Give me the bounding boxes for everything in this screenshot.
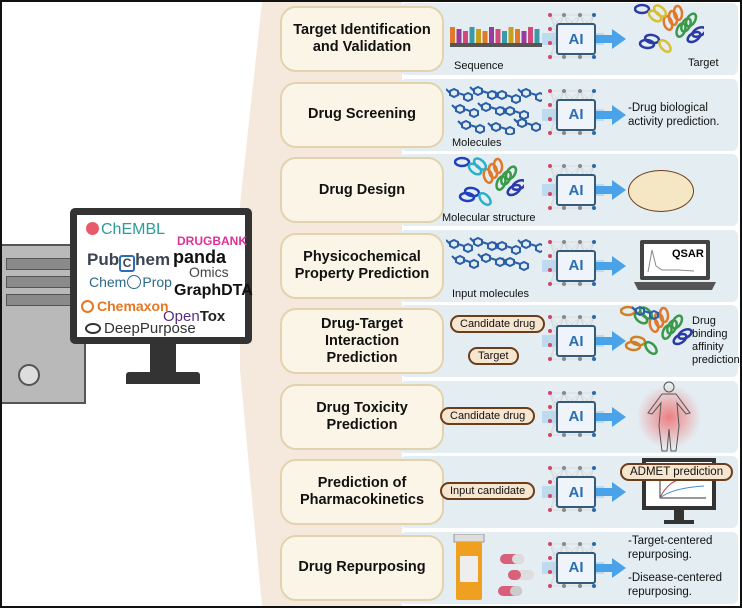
panda-text: panda	[173, 247, 227, 267]
stage-title: Drug-Target Interaction Prediction	[280, 308, 444, 374]
input-pill: Candidate drug	[440, 406, 536, 425]
opentox-text-left: Open	[163, 308, 200, 325]
input-pill: Input candidate	[440, 482, 536, 500]
opentox-text-right: Tox	[199, 308, 226, 325]
output-line: repurposing.	[628, 548, 692, 561]
ai-box: AI	[556, 400, 596, 433]
input-pill: Candidate drug	[450, 315, 546, 333]
output-line	[628, 562, 722, 571]
arrow-right-icon	[596, 406, 626, 432]
sequence-icon	[450, 21, 544, 54]
graphdta-logo: GraphDTA	[174, 282, 253, 299]
stage-title: Prediction of Pharmacokinetics	[280, 459, 444, 525]
pill-bottle-icon	[452, 533, 552, 607]
input-pill: Target	[468, 347, 519, 365]
human-body-icon	[624, 381, 714, 458]
pubchem-text-right: hem	[135, 250, 171, 269]
protein-structure-icon	[453, 156, 527, 213]
stage-title: Drug Design	[280, 157, 444, 223]
chembl-text: ChEMBL	[101, 221, 166, 238]
binding-complex-icon	[619, 305, 696, 382]
ai-box: AI	[556, 551, 596, 584]
input-caption: Input molecules	[452, 287, 530, 300]
output-line: binding	[692, 328, 728, 340]
omics-text: Omics	[189, 264, 229, 280]
opentox-logo: OpenTox	[163, 309, 225, 324]
arrow-right-icon	[596, 29, 626, 54]
output-line: prediction	[692, 354, 740, 366]
chemprop-text-left: Chem	[89, 274, 127, 290]
molecules-icon	[445, 236, 545, 291]
pubchem-text-left: Pub	[87, 250, 120, 269]
chemprop-text-right: Prop	[142, 274, 172, 290]
candidate-drugs-ellipse	[628, 170, 694, 212]
arrow-right-icon	[596, 331, 626, 356]
admet-prediction-pill: ADMET prediction	[620, 463, 734, 481]
output-line: activity prediction.	[628, 115, 720, 128]
qsar-label: QSAR	[672, 247, 704, 260]
chemprop-logo: Chem Prop	[89, 275, 172, 289]
arrow-right-icon	[596, 180, 626, 205]
input-caption: Molecules	[452, 136, 502, 149]
output-line: -Disease-centered	[628, 571, 722, 584]
output-line: -Drug biological	[628, 101, 708, 114]
power-button-icon	[18, 364, 40, 386]
ai-box: AI	[556, 249, 596, 282]
drugbank-logo: DRUGBANK	[177, 235, 247, 247]
ai-box: AI	[556, 476, 596, 508]
chemaxon-logo: Chemaxon	[81, 299, 169, 313]
stage-title: Drug Screening	[280, 81, 444, 148]
deeppurpose-text: DeepPurpose	[104, 320, 196, 337]
output-line: repurposing.	[628, 585, 692, 598]
chemaxon-text: Chemaxon	[97, 298, 169, 314]
arrow-right-icon	[596, 104, 626, 130]
output-line: affinity	[692, 341, 724, 353]
ai-box: AI	[556, 325, 596, 357]
monitor-base	[126, 372, 200, 384]
output-caption: Target	[688, 57, 719, 69]
molecules-icon	[445, 85, 545, 140]
ai-box: AI	[556, 174, 596, 206]
ai-box: AI	[556, 23, 596, 55]
arrow-right-icon	[596, 482, 626, 507]
arrow-right-icon	[596, 557, 626, 583]
output-line: Drug	[692, 315, 716, 327]
stage-title: Physicochemical Property Prediction	[280, 232, 444, 299]
chembl-logo: ChEMBL	[86, 222, 165, 238]
pipeline-row: Drug-Target Interaction Prediction Candid…	[262, 305, 740, 377]
computer-tower	[0, 244, 86, 404]
stage-title: Drug Toxicity Prediction	[280, 383, 444, 450]
target-protein-icon	[633, 3, 707, 64]
pandaomics-logo: panda	[173, 248, 226, 266]
input-caption: Molecular structure	[442, 212, 536, 224]
monitor-stand	[150, 344, 176, 374]
drugbank-text: DRUGBANK	[177, 234, 247, 248]
stage-title: Drug Repurposing	[280, 534, 444, 601]
laptop-icon	[634, 239, 718, 295]
deeppurpose-logo: DeepPurpose	[85, 321, 196, 336]
input-caption: Sequence	[454, 60, 504, 72]
output-line: -Target-centered	[628, 534, 713, 547]
stage-title: Target Identification and Validation	[280, 6, 444, 72]
ai-box: AI	[556, 98, 596, 131]
arrow-right-icon	[596, 255, 626, 281]
